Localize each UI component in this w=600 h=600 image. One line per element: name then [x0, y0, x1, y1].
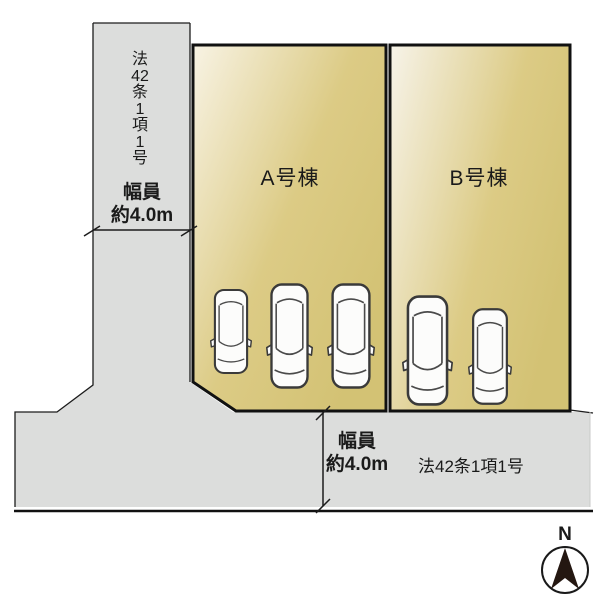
regulation-char: 号 [131, 150, 148, 167]
regulation-char: 1 [135, 100, 145, 118]
width-caption-line: 幅員 [122, 182, 161, 203]
plot-b-label: B号棟 [449, 167, 509, 190]
bottom-road-width-caption: 幅員 約4.0m [326, 430, 388, 476]
bottom-road-dimension-ticks [315, 405, 331, 514]
road-top-edge-right [569, 409, 594, 414]
road-surface [15, 23, 590, 507]
width-caption-line: 約4.0m [325, 454, 389, 475]
regulation-char: 項 [131, 117, 148, 134]
regulation-char: 法 [131, 51, 148, 68]
plot-a-label: A号棟 [260, 167, 320, 190]
bottom-road-regulation-text: 法42条1項1号 [418, 457, 524, 476]
compass-north-label: N [558, 524, 572, 545]
regulation-char: 42 [131, 67, 149, 85]
width-caption-line: 幅員 [337, 431, 376, 452]
car-2 [266, 283, 313, 389]
regulation-char: 1 [135, 133, 145, 151]
car-1 [210, 288, 252, 375]
width-caption-line: 約4.0m [110, 205, 174, 226]
left-road-dimension-ticks [83, 225, 198, 237]
car-3 [327, 283, 375, 389]
left-road-width-caption: 幅員 約4.0m [111, 181, 173, 227]
regulation-char: 条 [131, 84, 148, 101]
car-5 [468, 308, 512, 405]
left-road-regulation-text: 法 42 条 1 項 1 号 [124, 51, 156, 168]
car-4 [402, 295, 453, 406]
road-edge-lines [14, 22, 191, 507]
compass-needle-icon [551, 548, 579, 589]
